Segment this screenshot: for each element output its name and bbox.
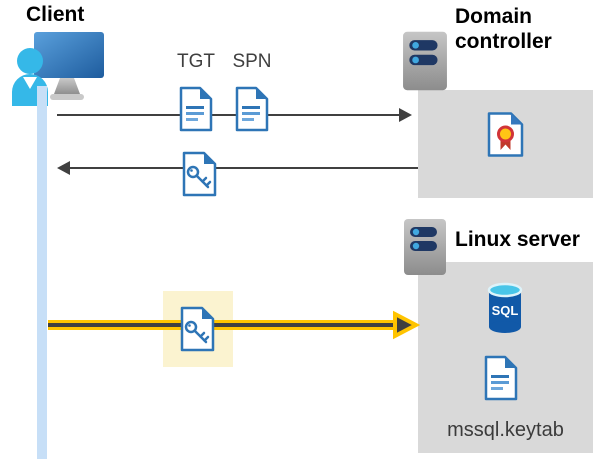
response-arrowhead-icon [57, 161, 70, 175]
keytab-document-icon [484, 355, 518, 401]
client-label: Client [26, 3, 85, 26]
ticket-key-document-icon [182, 151, 217, 197]
tgt-document-icon [179, 86, 213, 132]
sql-icon-label: SQL [492, 303, 519, 318]
certificate-icon [487, 112, 524, 157]
kerberos-ticket-arrow-line [48, 320, 396, 330]
keytab-label: mssql.keytab [447, 419, 564, 441]
tgt-label: TGT [177, 51, 215, 72]
client-computer-user-icon [12, 32, 104, 106]
response-arrow-line [70, 167, 418, 169]
request-arrow-line [57, 114, 399, 116]
linux-server-icon [404, 219, 446, 275]
request-arrowhead-icon [399, 108, 412, 122]
kerberos-ticket-arrowhead-icon [393, 310, 420, 340]
domain-controller-label: Domain controller [455, 5, 552, 53]
key-document-highlight-icon [180, 306, 215, 352]
linux-server-label: Linux server [455, 228, 580, 251]
domain-controller-server-icon [403, 31, 447, 91]
spn-label: SPN [232, 51, 272, 72]
spn-document-icon [235, 86, 269, 132]
sql-database-icon: SQL [487, 282, 523, 333]
client-lifeline [37, 86, 47, 459]
